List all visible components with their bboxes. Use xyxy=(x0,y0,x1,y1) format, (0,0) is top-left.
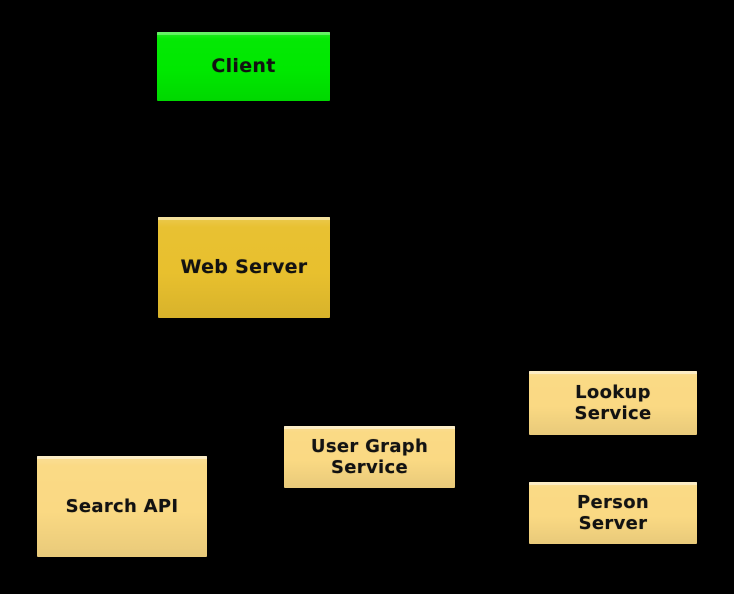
node-lookup-service-label: Lookup Service xyxy=(574,381,652,424)
node-search-api-label: Search API xyxy=(65,495,179,517)
node-user-graph-service-label: User Graph Service xyxy=(310,435,429,478)
node-client-label: Client xyxy=(211,55,276,78)
node-lookup-service[interactable]: Lookup Service xyxy=(529,371,697,435)
node-web-server-label: Web Server xyxy=(180,256,308,279)
node-user-graph-service[interactable]: User Graph Service xyxy=(284,426,455,488)
node-search-api[interactable]: Search API xyxy=(37,456,207,557)
node-person-server[interactable]: Person Server xyxy=(529,482,697,544)
node-web-server[interactable]: Web Server xyxy=(158,217,330,318)
node-client[interactable]: Client xyxy=(157,32,330,101)
node-person-server-label: Person Server xyxy=(577,491,649,534)
